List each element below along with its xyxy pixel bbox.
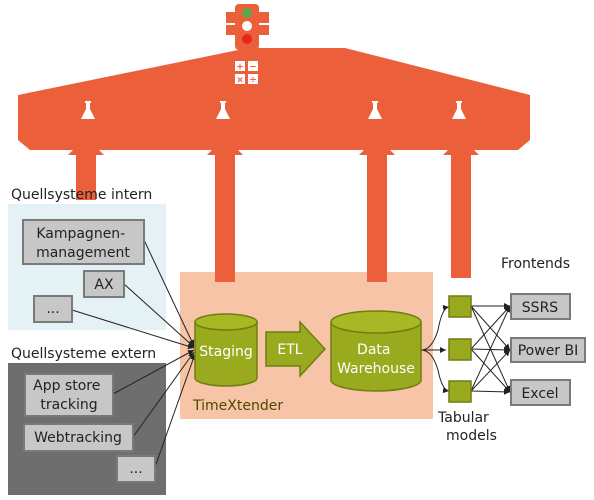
source-label: ... <box>129 461 142 477</box>
source-label: Kampagnen- <box>36 226 125 242</box>
staging-label: Staging <box>199 344 253 360</box>
roof <box>18 48 530 150</box>
frontend-box-power-bi: Power BI <box>510 337 586 363</box>
source-box-app-store-tracking: App store tracking <box>24 373 114 417</box>
source-box-intern-more: ... <box>33 295 73 323</box>
frontend-connectors <box>470 303 511 395</box>
warehouse-label-line1: Data <box>357 342 390 358</box>
source-label: ... <box>46 301 59 317</box>
source-box-kampagnenmanagement: Kampagnen- management <box>22 219 145 265</box>
source-label: App store <box>33 378 100 394</box>
flask-icon <box>216 101 230 119</box>
source-label: management <box>36 245 130 261</box>
up-arrow <box>207 137 243 282</box>
tabular-model-box <box>448 295 472 318</box>
source-label: AX <box>94 277 114 293</box>
source-connectors <box>71 239 450 468</box>
tabular-model-box <box>448 380 472 403</box>
frontend-box-excel: Excel <box>510 379 571 406</box>
up-arrow <box>443 137 479 278</box>
flask-icon <box>452 101 466 119</box>
traffic-light-icon <box>226 4 269 50</box>
flask-icon <box>368 101 382 119</box>
tabular-label-line2: models <box>446 428 497 444</box>
svg-text:Kampagnen- management: Kampagnen- management <box>36 226 130 261</box>
etl-label: ETL <box>277 342 302 358</box>
extern-sources-title: Quellsysteme extern <box>11 346 156 362</box>
etl-arrow: ETL <box>265 320 327 378</box>
source-label: tracking <box>40 397 97 413</box>
flask-icon <box>81 101 95 119</box>
tabular-model-box <box>448 338 472 361</box>
tabular-label-line1: Tabular <box>437 410 489 426</box>
tabular-models-label: Tabular models <box>437 410 497 444</box>
frontend-box-ssrs: SSRS <box>510 293 571 320</box>
intern-sources-title: Quellsysteme intern <box>11 187 152 203</box>
math-symbol-divide: ÷ <box>249 76 257 86</box>
svg-text:Data Warehouse: Data Warehouse <box>337 342 415 377</box>
frontend-label: Power BI <box>518 343 579 359</box>
data-warehouse-cylinder: Data Warehouse <box>330 310 422 392</box>
source-box-ax: AX <box>83 270 125 298</box>
frontends-title: Frontends <box>501 256 570 272</box>
warehouse-label-line2: Warehouse <box>337 361 415 377</box>
staging-cylinder: Staging <box>194 313 258 387</box>
svg-text:App store tracking: App store tracking <box>33 378 105 413</box>
timextender-label: TimeXtender <box>192 398 283 414</box>
up-arrow <box>68 137 104 200</box>
frontend-label: Excel <box>521 386 558 402</box>
source-box-extern-more: ... <box>116 455 156 483</box>
calculator-icon: + − × ÷ <box>235 61 258 86</box>
up-arrow <box>359 137 395 282</box>
math-symbol-plus: + <box>236 63 244 73</box>
frontend-label: SSRS <box>522 300 559 316</box>
source-label: Webtracking <box>34 430 122 446</box>
math-symbol-times: × <box>236 76 244 86</box>
source-box-webtracking: Webtracking <box>23 423 134 452</box>
math-symbol-minus: − <box>249 63 257 73</box>
